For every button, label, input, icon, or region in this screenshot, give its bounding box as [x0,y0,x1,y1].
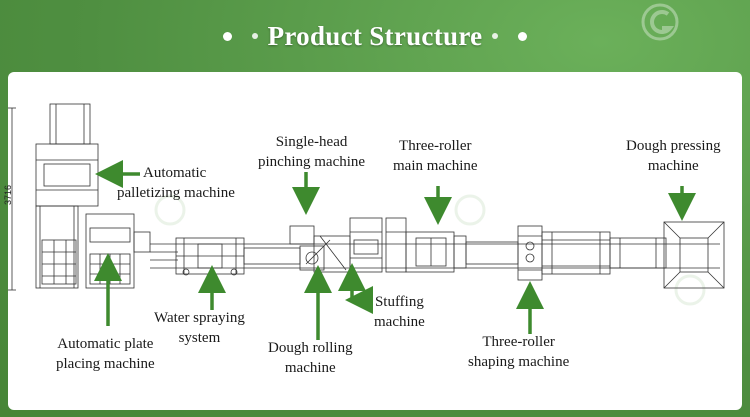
label-stuffing-line1: Stuffing [374,294,424,310]
label-single-head-line2: pinching machine [258,154,366,170]
label-stuffing: Stuffing machine [374,292,425,332]
logo-watermark-icon [641,3,679,41]
label-water-spraying-line2: system [178,330,221,346]
label-main-machine-line2: main machine [393,158,478,174]
label-plate-placing-line1: Automatic plate [57,336,154,352]
label-shaping: Three-roller shaping machine [468,332,569,372]
label-palletizing-line2: palletizing machine [117,185,235,201]
title-dot-left-small [251,33,258,39]
label-dough-pressing-line1: Dough pressing [626,138,721,154]
page-title: Product Structure [267,20,483,51]
label-shaping-line2: shaping machine [468,354,570,370]
title-bar: Product Structure [0,0,750,72]
callout-arrows [94,160,696,340]
label-single-head-line1: Single-head [275,134,348,150]
label-stuffing-line2: machine [374,314,425,330]
label-plate-placing-line2: placing machine [56,356,155,372]
label-palletizing-line1: Automatic [143,165,207,181]
title-dot-right [518,31,528,41]
label-main-machine-line1: Three-roller [399,138,472,154]
label-single-head: Single-head pinching machine [258,132,365,172]
label-palletizing: Automatic palletizing machine [117,163,235,203]
panel-watermark [154,194,706,306]
label-water-spraying: Water spraying system [154,308,245,348]
label-dough-rolling-line1: Dough rolling [268,340,353,356]
label-dough-rolling: Dough rolling machine [268,338,353,378]
title-dot-left [222,31,232,41]
label-water-spraying-line1: Water spraying [154,310,245,326]
label-plate-placing: Automatic plate placing machine [56,334,155,374]
label-dough-pressing: Dough pressing machine [626,136,721,176]
label-dough-rolling-line2: machine [284,360,336,376]
machine-drawing [8,103,725,291]
label-shaping-line1: Three-roller [482,334,555,350]
dimension-label: 3716 [3,184,14,206]
title-dot-right-small [492,33,499,39]
label-dough-pressing-line2: machine [647,158,699,174]
label-main-machine: Three-roller main machine [393,136,478,176]
